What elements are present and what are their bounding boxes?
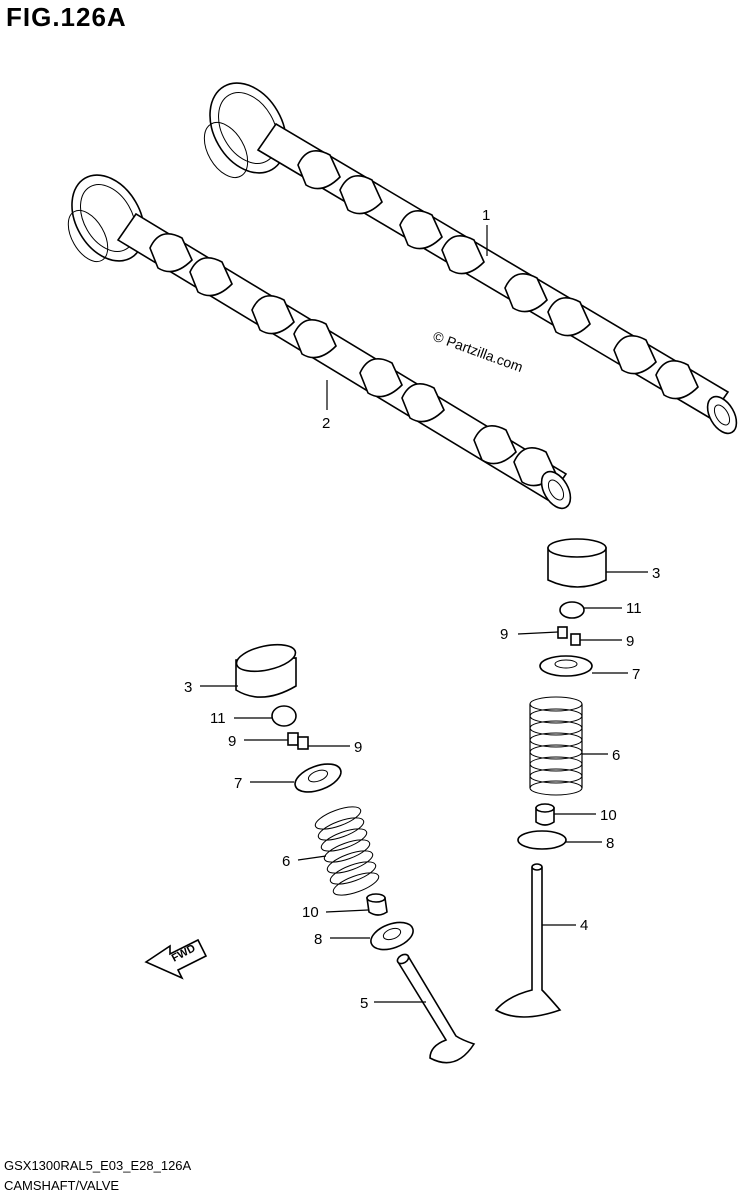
callout-2: 2 xyxy=(322,415,330,432)
callout-8-right: 8 xyxy=(606,835,614,852)
retainer-left-hole xyxy=(307,769,329,783)
spring-seat-left xyxy=(370,921,414,951)
camshaft-1 xyxy=(203,82,738,435)
stem-seal-left-top xyxy=(366,893,386,903)
callout-7-left: 7 xyxy=(234,775,242,792)
shaft-1-lobe-g xyxy=(613,334,657,375)
sprocket-1-inner xyxy=(218,92,278,164)
callout-11-left: 11 xyxy=(210,710,226,727)
tappet-left-top xyxy=(235,643,297,673)
cotter-left-a xyxy=(287,732,299,746)
spring-right xyxy=(529,696,583,796)
leader-lines xyxy=(200,225,648,1003)
valve-stack-left xyxy=(235,643,476,1064)
callout-3-left: 3 xyxy=(184,679,192,696)
retainer-right xyxy=(539,655,593,677)
sprocket-2-hub xyxy=(67,209,109,263)
valve-intake-tip xyxy=(531,863,543,871)
shaft-1-lobe-c xyxy=(399,209,443,250)
shaft-1-end xyxy=(706,395,738,435)
valve-stack-right xyxy=(494,538,607,1018)
spring-left xyxy=(314,806,380,896)
spring-seat-right xyxy=(517,830,567,850)
valve-intake xyxy=(494,867,562,1018)
shaft-1-lobe-h xyxy=(655,359,699,400)
callout-10-left: 10 xyxy=(302,904,319,921)
figure-title: FIG.126A xyxy=(6,2,127,32)
callout-9-left-b: 9 xyxy=(354,739,362,756)
shim-left xyxy=(271,705,297,727)
shaft-2-lobe-a xyxy=(149,232,193,273)
shaft-1-lobe-b xyxy=(339,174,383,215)
shim-right xyxy=(559,601,585,619)
callout-5: 5 xyxy=(360,995,368,1012)
shaft-2-lobe-d xyxy=(293,318,337,359)
diagram-code: GSX1300RAL5_E03_E28_126A xyxy=(4,1158,192,1173)
cotter-right-b xyxy=(570,633,581,646)
callout-6-left: 6 xyxy=(282,853,290,870)
shaft-1-lobe-a xyxy=(297,149,341,190)
diagram-name: CAMSHAFT/VALVE xyxy=(4,1178,120,1193)
watermark: © Partzilla.com xyxy=(431,328,525,375)
retainer-right-hole xyxy=(554,659,578,669)
cotter-right-a xyxy=(557,626,568,639)
sprocket-1-hub xyxy=(203,122,249,178)
shaft-2-lobe-c xyxy=(251,294,295,335)
retainer-left xyxy=(294,763,342,793)
fwd-arrow: FWD xyxy=(144,938,208,980)
sprocket-2-inner xyxy=(80,184,136,252)
callout-3-right: 3 xyxy=(652,565,660,582)
shaft-2-lobe-f xyxy=(401,382,445,423)
fwd-arrow-shape xyxy=(144,938,208,980)
callout-4: 4 xyxy=(580,917,588,934)
callout-1: 1 xyxy=(482,207,490,224)
shaft-2-end-bore xyxy=(547,479,565,501)
valve-exhaust-tip xyxy=(396,953,410,965)
callout-9-right-b: 9 xyxy=(626,633,634,650)
valve-exhaust xyxy=(396,954,476,1064)
shaft-1-lobe-d xyxy=(441,234,485,275)
shaft-1-end-bore xyxy=(713,404,731,426)
shaft-2-lobe-e xyxy=(359,357,403,398)
shaft-2-end xyxy=(540,470,572,510)
callouts: 1 2 3 3 4 5 6 6 7 7 8 8 9 9 9 9 10 10 11… xyxy=(184,207,660,1012)
spring-seat-left-hole xyxy=(382,927,402,941)
callout-11-right: 11 xyxy=(626,600,642,617)
shaft-2-lobe-g xyxy=(473,424,517,465)
sprocket-1 xyxy=(209,82,287,174)
stem-seal-right-top xyxy=(535,803,555,813)
callout-9-right-a: 9 xyxy=(500,626,508,643)
callout-6-right: 6 xyxy=(612,747,620,764)
tappet-right xyxy=(547,547,607,588)
camshaft-2 xyxy=(67,174,572,510)
callout-10-right: 10 xyxy=(600,807,617,824)
callout-8-left: 8 xyxy=(314,931,322,948)
callout-7-right: 7 xyxy=(632,666,640,683)
shaft-1-lobe-f xyxy=(547,296,591,337)
shaft-1-lobe-e xyxy=(504,272,548,313)
callout-9-left-a: 9 xyxy=(228,733,236,750)
shaft-2-lobe-b xyxy=(189,256,233,297)
tappet-right-top xyxy=(547,538,607,558)
cotter-left-b xyxy=(297,736,309,750)
